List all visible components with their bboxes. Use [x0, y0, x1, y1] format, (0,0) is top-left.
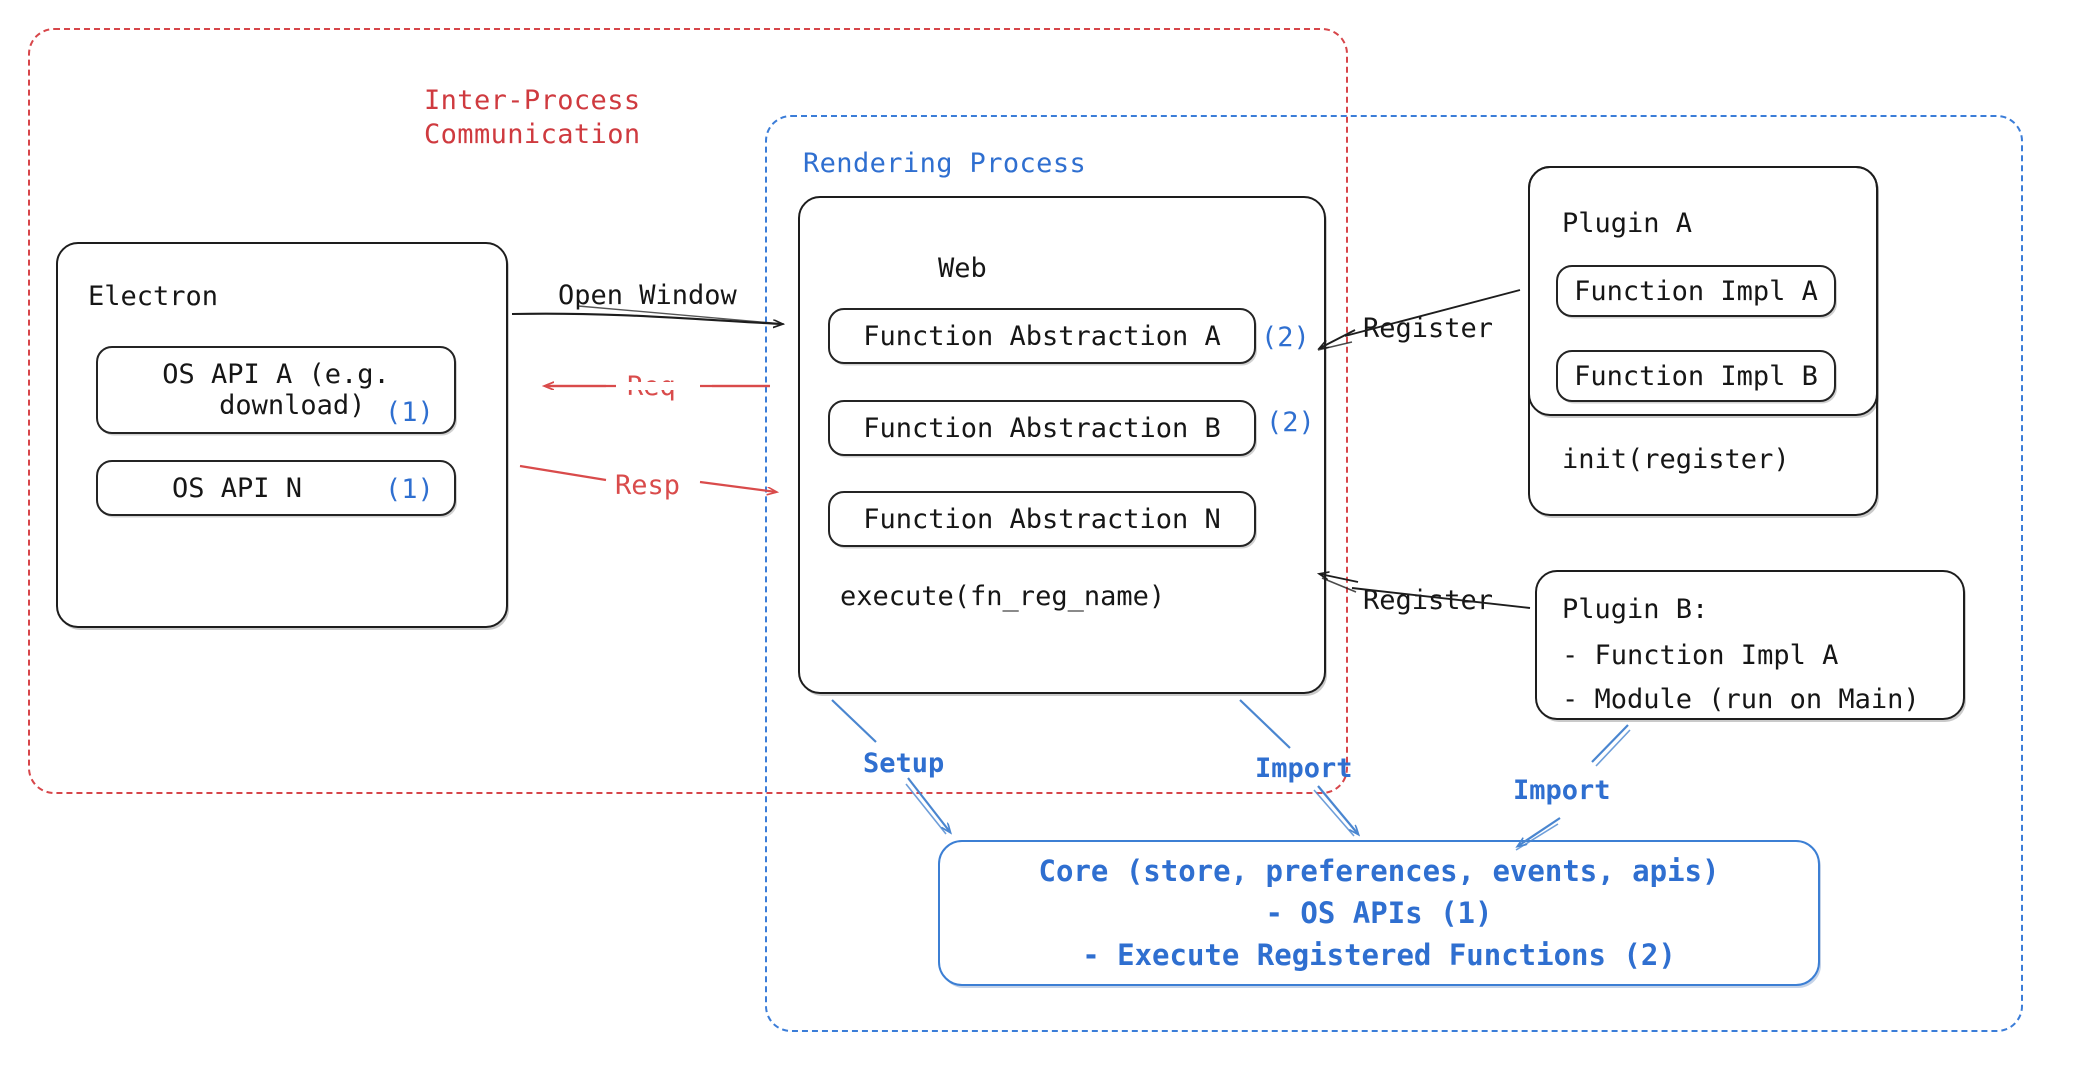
edge-label-resp: Resp [615, 470, 681, 501]
core-line-2: - OS APIs (1) [1265, 895, 1493, 930]
web-title: Web [938, 253, 987, 284]
function-abstraction-b-label: Function Abstraction B [863, 412, 1221, 444]
edge-label-setup: Setup [863, 748, 945, 779]
plugin-a-function-impl-b-box[interactable]: Function Impl B [1556, 350, 1836, 402]
plugin-b-title: Plugin B: [1562, 594, 1709, 625]
edge-label-register-plugin-a: Register [1363, 313, 1494, 344]
function-abstraction-a-box[interactable]: Function Abstraction A [828, 308, 1256, 364]
function-abstraction-a-label: Function Abstraction A [863, 320, 1221, 352]
function-abstraction-a-badge: (2) [1261, 322, 1310, 353]
plugin-b-box [1535, 570, 1965, 720]
core-line-3: - Execute Registered Functions (2) [1082, 938, 1676, 973]
os-api-n-box[interactable]: OS API N [96, 460, 456, 516]
plugin-a-function-impl-a-box[interactable]: Function Impl A [1556, 265, 1836, 317]
os-api-a-badge: (1) [385, 397, 434, 428]
function-abstraction-b-badge: (2) [1266, 407, 1315, 438]
function-abstraction-n-box[interactable]: Function Abstraction N [828, 491, 1256, 547]
function-abstraction-b-box[interactable]: Function Abstraction B [828, 400, 1256, 456]
plugin-a-init-label: init(register) [1562, 444, 1790, 475]
edge-label-req: Req [627, 371, 676, 402]
electron-box [56, 242, 508, 628]
edge-label-import-web: Import [1255, 753, 1353, 784]
edge-label-register-plugin-b: Register [1363, 585, 1494, 616]
plugin-a-function-impl-b-label: Function Impl B [1574, 360, 1818, 392]
plugin-b-line-2: - Module (run on Main) [1562, 684, 1920, 715]
function-abstraction-n-label: Function Abstraction N [863, 503, 1221, 535]
group-rendering-process [765, 115, 2023, 1032]
os-api-n-label: OS API N [171, 472, 303, 504]
plugin-b-line-1: - Function Impl A [1562, 640, 1839, 671]
group-label-rendering-process: Rendering Process [803, 148, 1087, 179]
group-label-inter-process-communication: Inter-Process Communication [424, 85, 641, 150]
web-execute-label: execute(fn_reg_name) [840, 581, 1166, 612]
core-line-1: Core (store, preferences, events, apis) [1038, 853, 1720, 888]
plugin-a-box-extension [1528, 166, 1878, 516]
os-api-a-label: OS API A (e.g. download) [162, 359, 390, 421]
plugin-a-function-impl-a-label: Function Impl A [1574, 275, 1818, 307]
os-api-a-box[interactable]: OS API A (e.g. download) [96, 346, 456, 434]
edge-label-open-window: Open Window [558, 280, 737, 311]
os-api-n-badge: (1) [385, 474, 434, 505]
edge-label-import-plugin: Import [1513, 775, 1611, 806]
plugin-a-title: Plugin A [1562, 208, 1693, 239]
core-box: Core (store, preferences, events, apis) … [938, 840, 1820, 986]
group-inter-process-communication [28, 28, 1348, 794]
electron-title: Electron [88, 281, 219, 312]
